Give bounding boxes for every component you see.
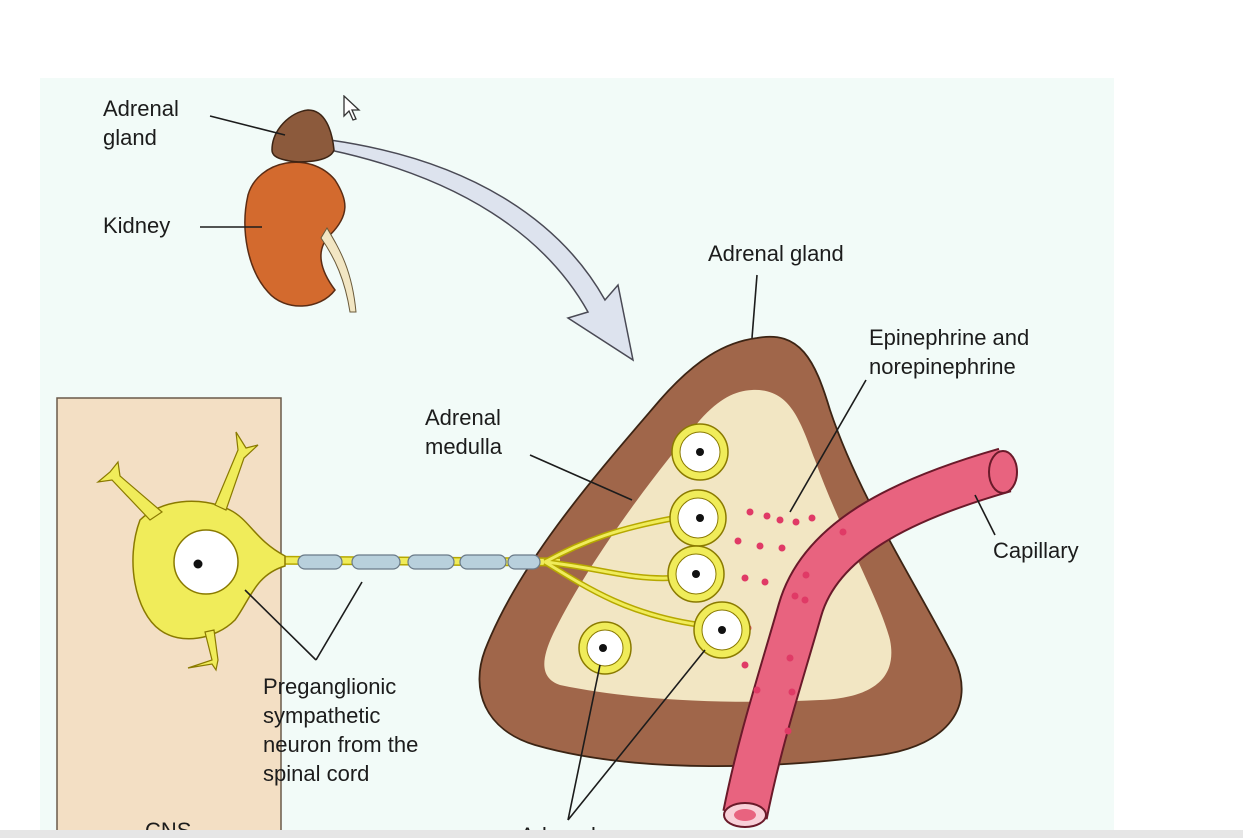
label-kidney: Kidney	[103, 213, 170, 238]
label-preganglionic-1: Preganglionic	[263, 674, 396, 699]
mouse-cursor-icon	[343, 95, 361, 121]
label-capillary: Capillary	[993, 538, 1079, 563]
label-preganglionic-4: spinal cord	[263, 761, 369, 786]
label-adrenal-gland-small-2: gland	[103, 125, 157, 150]
hormone-dots	[734, 508, 847, 735]
label-epinephrine-2: norepinephrine	[869, 354, 1016, 379]
zoom-arrow	[329, 139, 635, 362]
preganglionic-neuron	[95, 431, 701, 672]
label-preganglionic-3: neuron from the	[263, 732, 418, 757]
bottom-edge-bar	[0, 830, 1243, 838]
kidney-illustration	[244, 161, 357, 313]
chromaffin-cells	[578, 423, 751, 675]
label-adrenal-medulla-2: medulla	[425, 434, 503, 459]
label-adrenal-gland-small-1: Adrenal	[103, 96, 179, 121]
label-adrenal-gland-large: Adrenal gland	[708, 241, 844, 266]
leader-lines	[200, 115, 996, 821]
label-preganglionic-2: sympathetic	[263, 703, 380, 728]
label-epinephrine-1: Epinephrine and	[869, 325, 1029, 350]
capillary-vessel	[722, 447, 1018, 828]
small-adrenal-gland	[271, 109, 335, 163]
label-adrenal-medulla-1: Adrenal	[425, 405, 501, 430]
